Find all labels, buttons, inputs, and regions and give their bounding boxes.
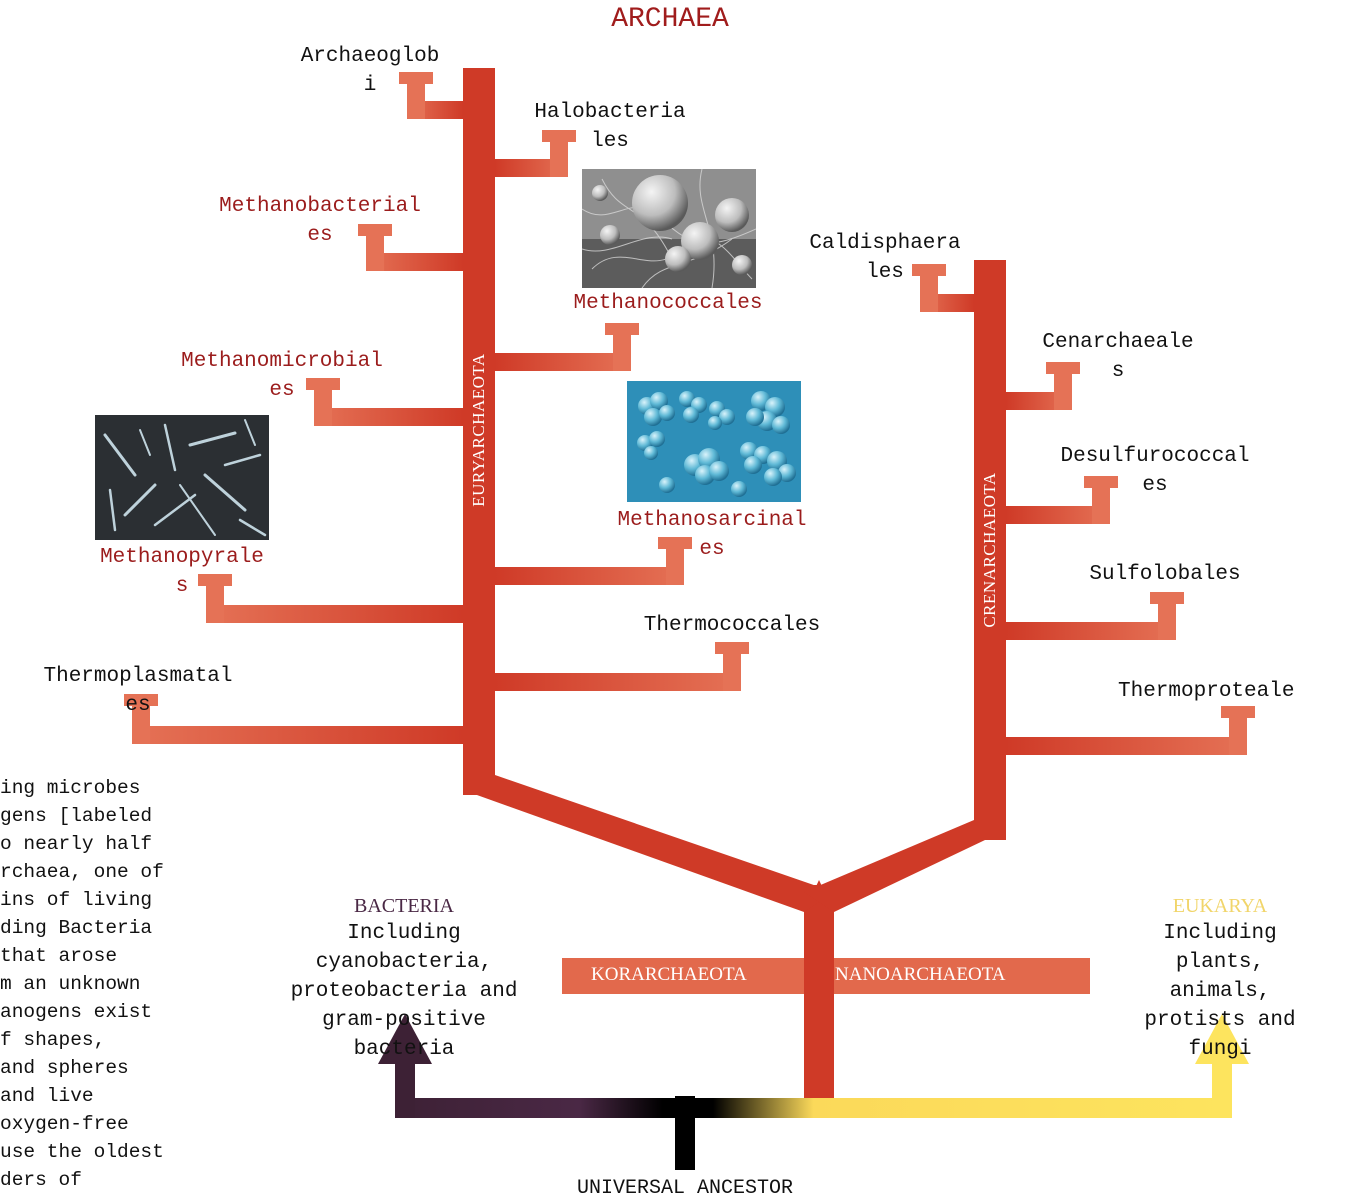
label-methanomicrobiales: Methanomicrobiales bbox=[142, 347, 422, 405]
side-caption: ing microbes gens [labeled o nearly half… bbox=[0, 774, 164, 1194]
label-halobacteriales: Halobacteriales bbox=[490, 98, 730, 156]
label-methanococcales: Methanococcales bbox=[538, 289, 798, 318]
korarchaeota-label: KORARCHAEOTA bbox=[591, 964, 747, 986]
bacteria-description: Including cyanobacteria, proteobacteria … bbox=[254, 919, 554, 1064]
branch-sulfolobales bbox=[1006, 592, 1184, 640]
archaea-trunk bbox=[804, 885, 834, 1098]
bacteria-heading: BACTERIA bbox=[304, 892, 504, 921]
eukarya-description: Including plants, animals, protists and … bbox=[1110, 919, 1330, 1064]
diagram-title: ARCHAEA bbox=[520, 4, 820, 35]
label-caldisphaerales: Caldisphaerales bbox=[775, 229, 995, 287]
label-thermococcales: Thermococcales bbox=[612, 611, 852, 640]
branch-methanococcales bbox=[495, 323, 639, 371]
label-thermoproteales: Thermoproteale bbox=[1118, 677, 1358, 706]
methanopyrales-micrograph bbox=[95, 415, 269, 540]
label-methanosarcinales: Methanosarcinales bbox=[582, 506, 842, 564]
label-archaeoglobi: Archaeoglobi bbox=[270, 42, 470, 100]
base-branch bbox=[395, 1098, 1232, 1118]
nanoarchaeota-label: NANOARCHAEOTA bbox=[835, 964, 1006, 986]
methanococcales-micrograph bbox=[582, 169, 756, 288]
crenarchaeota-label: CRENARCHAEOTA bbox=[980, 450, 1000, 650]
label-methanopyrales: Methanopyrales bbox=[62, 543, 302, 601]
label-thermoplasmatales: Thermoplasmatales bbox=[8, 662, 268, 720]
euryarchaeota-label: EURYARCHAEOTA bbox=[469, 330, 489, 530]
methanosarcinales-micrograph bbox=[627, 381, 801, 502]
label-sulfolobales: Sulfolobales bbox=[1055, 560, 1275, 589]
label-methanobacteriales: Methanobacteriales bbox=[180, 192, 460, 250]
label-desulfurococcales: Desulfurococcales bbox=[1020, 442, 1290, 500]
branch-thermococcales bbox=[495, 642, 749, 691]
label-cenarchaeales: Cenarchaeales bbox=[1008, 328, 1228, 386]
branch-thermoproteales bbox=[1006, 706, 1255, 755]
eukarya-heading: EUKARYA bbox=[1120, 892, 1320, 921]
universal-ancestor-label: UNIVERSAL ANCESTOR bbox=[520, 1174, 850, 1203]
